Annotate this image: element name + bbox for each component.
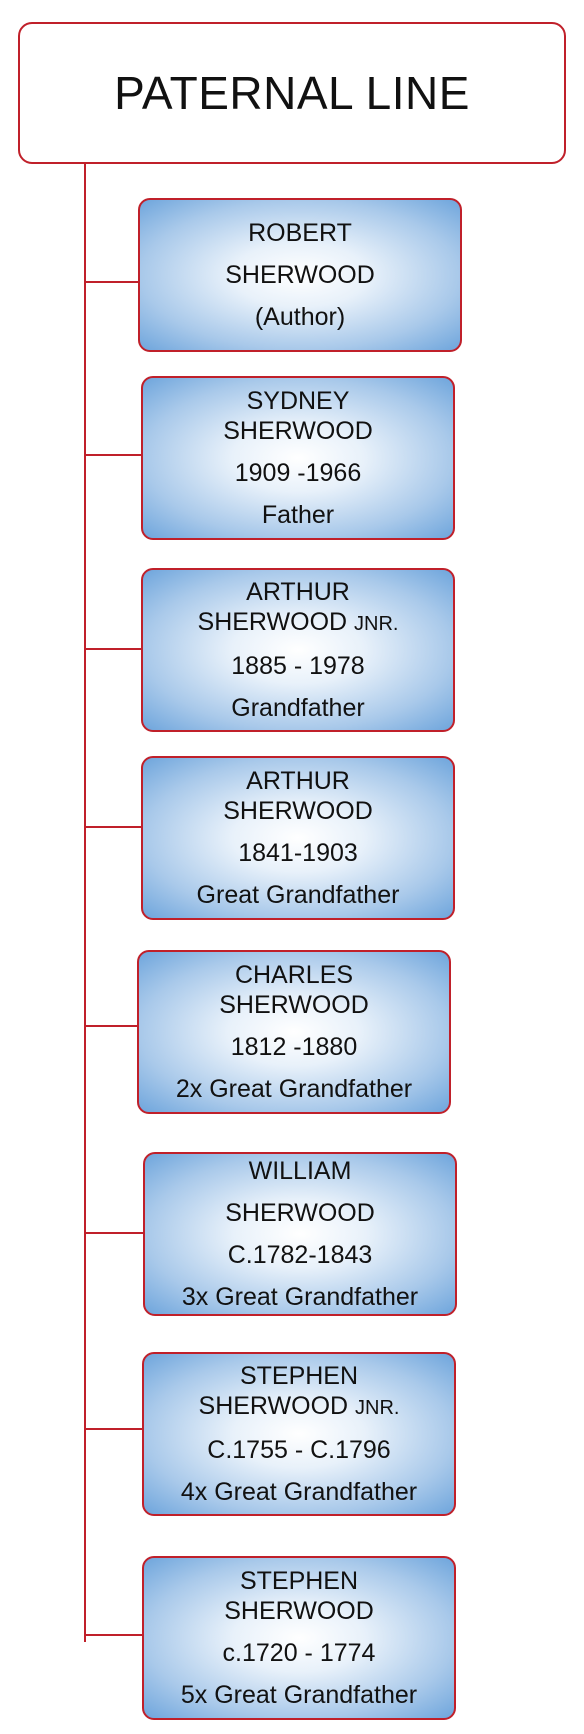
connector-branch [85, 1428, 143, 1430]
header-title: PATERNAL LINE [114, 67, 470, 119]
person-first-name: WILLIAM [248, 1157, 352, 1185]
connector-branch [85, 454, 142, 456]
person-dates: 1841-1903 [238, 839, 358, 867]
connector-branch [85, 648, 142, 650]
person-surname: SHERWOOD [198, 1392, 349, 1420]
person-dates: c.1720 - 1774 [222, 1639, 376, 1667]
person-surname: SHERWOOD [223, 797, 373, 825]
person-node-arthur-sherwood-jnr: ARTHUR SHERWOOD JNR. 1885 - 1978 Grandfa… [141, 568, 455, 732]
paternal-line-header: PATERNAL LINE [18, 22, 566, 164]
person-dates: 1885 - 1978 [231, 652, 365, 680]
connector-branch [85, 826, 142, 828]
person-dates: C.1755 - C.1796 [207, 1436, 391, 1464]
person-surname-line: SHERWOOD JNR. [199, 1391, 400, 1423]
connector-branch [85, 1025, 138, 1027]
person-first-name: ARTHUR [246, 767, 350, 795]
connector-branch [85, 1232, 144, 1234]
person-dates: (Author) [254, 303, 346, 331]
person-surname: SHERWOOD [223, 417, 373, 445]
person-surname-line: SHERWOOD JNR. [198, 607, 399, 639]
person-first-name: STEPHEN [239, 1567, 359, 1595]
connector-trunk [84, 164, 86, 1642]
person-node-william-sherwood: WILLIAM SHERWOOD C.1782-1843 3x Great Gr… [143, 1152, 457, 1316]
person-relation: 3x Great Grandfather [181, 1283, 419, 1311]
person-node-robert-sherwood: ROBERT SHERWOOD (Author) [138, 198, 462, 352]
person-relation: Grandfather [231, 694, 365, 722]
person-surname: SHERWOOD [219, 991, 369, 1019]
person-node-sydney-sherwood: SYDNEY SHERWOOD 1909 -1966 Father [141, 376, 455, 540]
person-first-name: CHARLES [234, 961, 354, 989]
person-dates: 1812 -1880 [230, 1033, 358, 1061]
person-first-name: STEPHEN [239, 1362, 359, 1390]
person-suffix: JNR. [355, 1397, 400, 1419]
person-surname: SHERWOOD [225, 261, 375, 289]
person-surname: SHERWOOD [224, 1597, 374, 1625]
person-node-stephen-sherwood-jnr: STEPHEN SHERWOOD JNR. C.1755 - C.1796 4x… [142, 1352, 456, 1516]
person-node-charles-sherwood: CHARLES SHERWOOD 1812 -1880 2x Great Gra… [137, 950, 451, 1114]
connector-branch [85, 1634, 143, 1636]
person-suffix: JNR. [354, 613, 399, 635]
person-node-arthur-sherwood: ARTHUR SHERWOOD 1841-1903 Great Grandfat… [141, 756, 455, 920]
person-dates: 1909 -1966 [234, 459, 362, 487]
person-relation: Great Grandfather [196, 881, 400, 909]
connector-branch [85, 281, 139, 283]
person-relation: 2x Great Grandfather [175, 1075, 413, 1103]
person-surname: SHERWOOD [197, 608, 348, 636]
person-first-name: ARTHUR [246, 578, 350, 606]
person-relation: 4x Great Grandfather [180, 1478, 418, 1506]
person-surname: SHERWOOD [225, 1199, 375, 1227]
person-node-stephen-sherwood: STEPHEN SHERWOOD c.1720 - 1774 5x Great … [142, 1556, 456, 1720]
person-relation: Father [261, 501, 335, 529]
person-first-name: ROBERT [248, 219, 352, 247]
person-first-name: SYDNEY [246, 387, 350, 415]
person-relation: 5x Great Grandfather [180, 1681, 418, 1709]
person-dates: C.1782-1843 [227, 1241, 373, 1269]
